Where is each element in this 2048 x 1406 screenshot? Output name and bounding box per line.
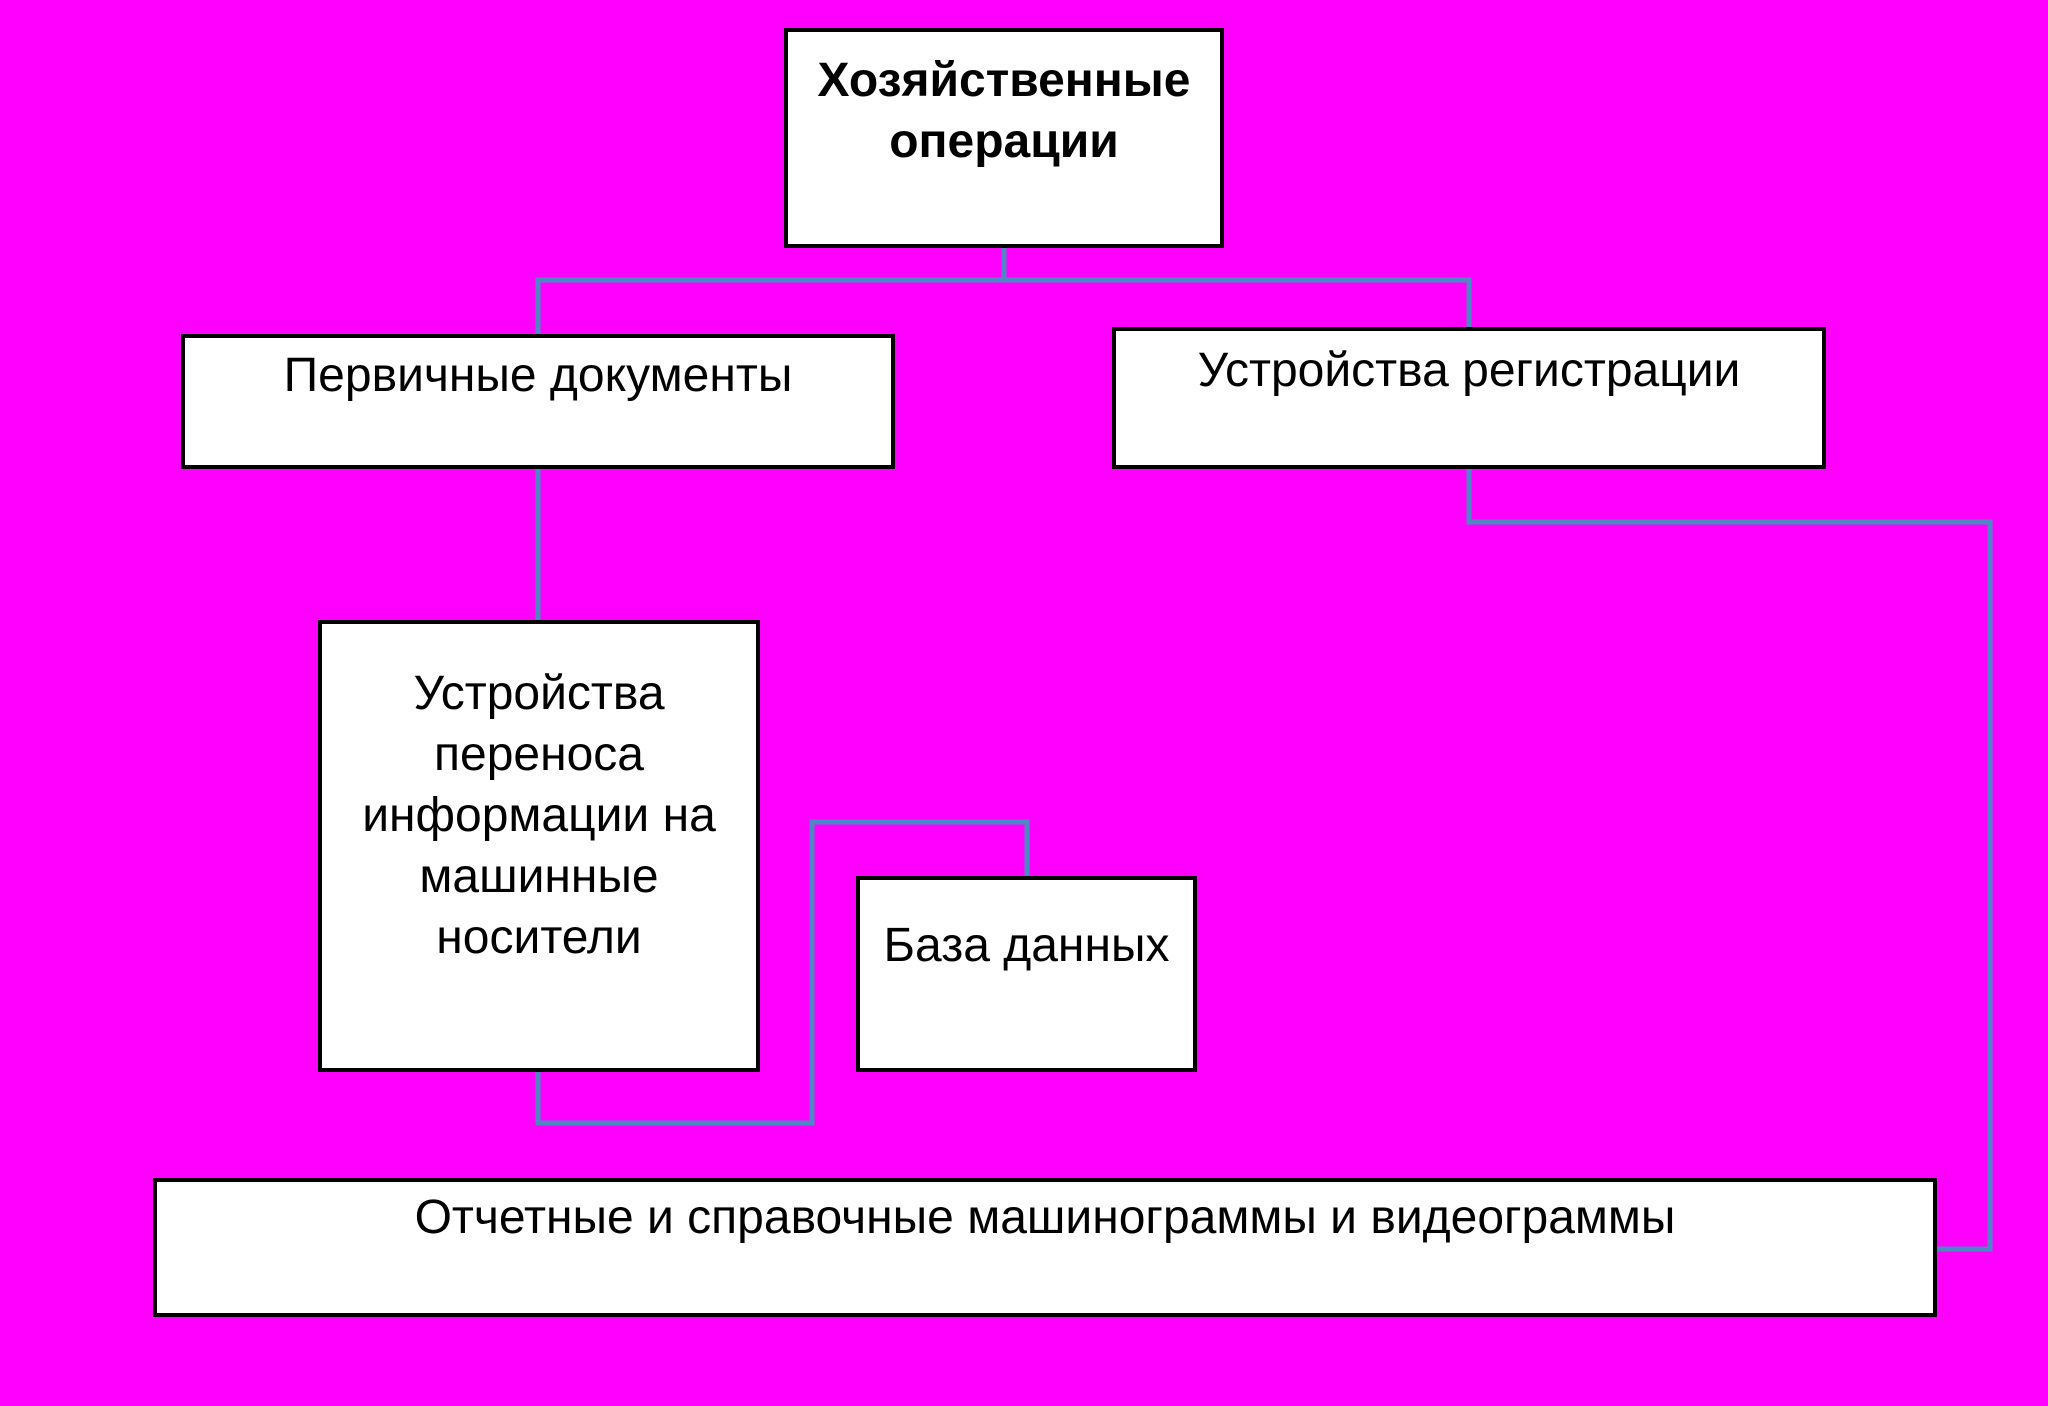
node-transfer-devices: Устройства переноса информации на машинн…	[318, 620, 760, 1072]
node-database-label: База данных	[883, 919, 1170, 972]
node-primary-documents-label: Первичные документы	[283, 349, 793, 402]
node-business-operations: Хозяйственные операции	[784, 28, 1224, 248]
node-primary-documents: Первичные документы	[181, 334, 895, 469]
node-registration-devices-label: Устройства регистрации	[1197, 344, 1741, 397]
connector-transfer-to-database	[535, 819, 1030, 1126]
node-transfer-devices-label: Устройства переноса информации на машинн…	[362, 667, 716, 964]
connector-top-to-registration	[1004, 277, 1472, 327]
node-database: База данных	[856, 876, 1197, 1072]
node-registration-devices: Устройства регистрации	[1112, 327, 1826, 469]
connector-top-to-primary	[535, 248, 1007, 334]
connector-registration-to-reports	[1466, 469, 1993, 1252]
node-reports: Отчетные и справочные машинограммы и вид…	[153, 1178, 1937, 1317]
node-business-operations-label: Хозяйственные операции	[817, 54, 1191, 169]
node-reports-label: Отчетные и справочные машинограммы и вид…	[414, 1191, 1676, 1244]
